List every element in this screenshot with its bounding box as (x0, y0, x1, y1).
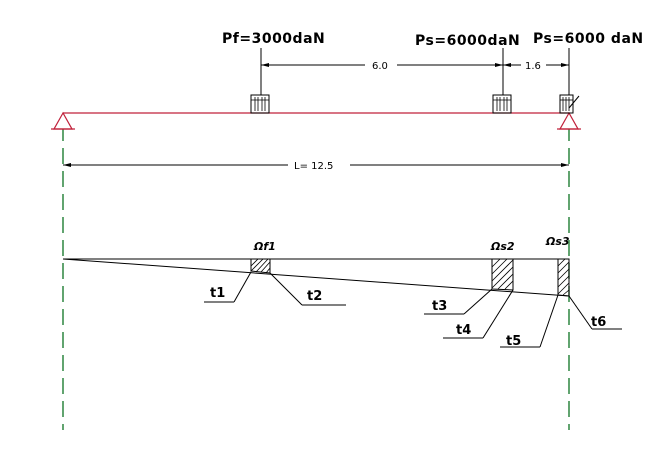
dimension-1-6-label: 1.6 (525, 61, 541, 72)
area-omega-f1 (250, 258, 271, 274)
ordinate-t2: t2 (307, 289, 322, 304)
span-dimension (63, 163, 569, 167)
ps2-load-label: Ps=6000 daN (533, 31, 644, 47)
area-omega-s2 (491, 258, 514, 291)
wheel-block-ps1 (492, 94, 512, 114)
dimension-6 (261, 63, 503, 67)
leader-t6 (568, 295, 622, 330)
pf-load-label: Pf=3000daN (222, 31, 325, 47)
dimension-6-label: 6.0 (372, 61, 388, 72)
wheel-block-pf (250, 94, 270, 114)
leader-t5 (500, 294, 559, 348)
dimension-1-6 (503, 63, 569, 67)
omega-s2-label: Ωs2 (490, 240, 515, 253)
leader-t1 (204, 271, 252, 303)
leader-t2 (269, 272, 346, 306)
span-label: L= 12.5 (294, 161, 333, 172)
ordinate-t1: t1 (210, 286, 225, 301)
omega-s3-label: Ωs3 (545, 235, 570, 248)
influence-line (62, 258, 570, 297)
ordinate-t6: t6 (591, 315, 606, 330)
ordinate-t4: t4 (456, 323, 471, 338)
area-omega-s3 (557, 258, 570, 297)
leader-t3 (424, 288, 493, 315)
ps1-load-label: Ps=6000daN (415, 33, 520, 49)
ordinate-t5: t5 (506, 334, 521, 349)
left-support (51, 111, 75, 130)
right-support (557, 111, 581, 130)
leader-t4 (443, 289, 514, 339)
ordinate-t3: t3 (432, 299, 447, 314)
wheel-block-ps2 (559, 94, 580, 114)
omega-f1-label: Ωf1 (253, 240, 276, 253)
